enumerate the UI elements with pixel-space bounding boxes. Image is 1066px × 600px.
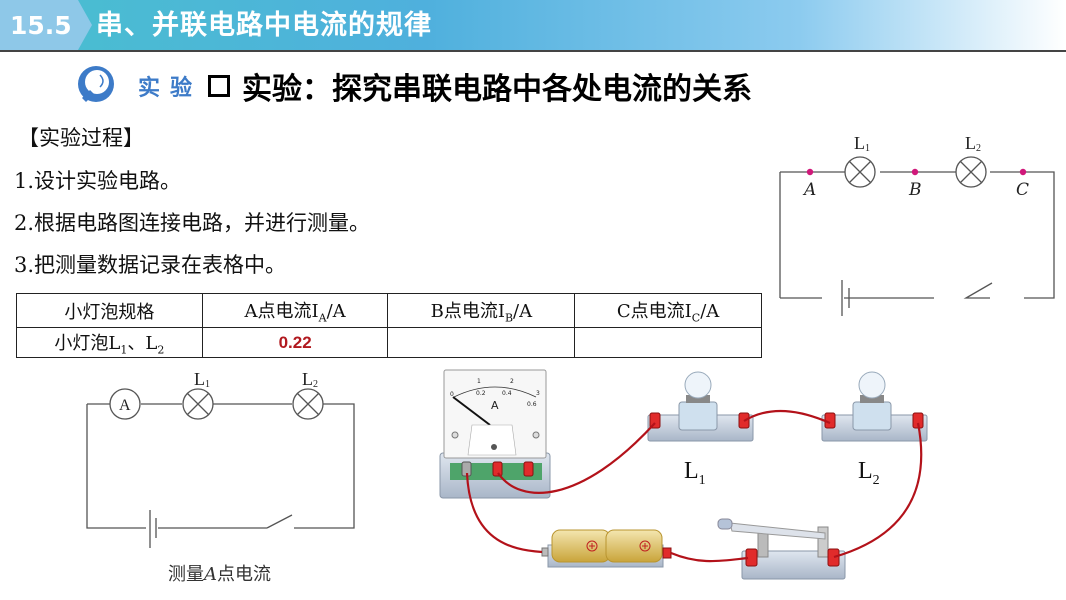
header-text: B点电流I: [430, 300, 505, 322]
row-label: 、L: [127, 332, 158, 354]
battery-icon: [149, 510, 157, 548]
knife-switch[interactable]: [717, 518, 846, 580]
header-subscript: C: [691, 311, 701, 325]
section-title: 实验：探究串联电路中各处电流的关系: [208, 64, 752, 108]
header-banner: [0, 0, 1066, 50]
caption-text: 测量: [168, 564, 204, 585]
ammeter-symbol: A: [109, 388, 141, 420]
header-text: A点电流I: [244, 300, 319, 322]
table-header-cell: B点电流IB/A: [387, 293, 576, 328]
point-b-marker: [911, 168, 919, 176]
scale-tick-label: 2: [510, 378, 514, 385]
section-title-text: 实验：探究串联电路中各处电流的关系: [242, 72, 752, 107]
point-c-marker: [1019, 168, 1027, 176]
experiment-tag: 实验: [138, 76, 203, 101]
ammeter-unit: A: [491, 399, 499, 412]
data-table: 小灯泡规格 A点电流IA/A B点电流IB/A C点电流IC/A 小灯泡L1、L…: [16, 293, 762, 358]
table-header-cell: A点电流IA/A: [201, 293, 389, 328]
scale-tick-label: 3: [536, 390, 540, 397]
header-unit: /A: [513, 300, 533, 322]
b-current-cell[interactable]: [387, 327, 576, 358]
battery-icon: [841, 280, 850, 316]
row-label: 小灯泡L: [54, 332, 121, 354]
header-subscript: B: [504, 311, 514, 325]
row-label-cell: 小灯泡L1、L2: [16, 327, 203, 358]
a-current-value: 0.22: [278, 333, 312, 352]
ammeter-device: A 0 1 2 3 0.2 0.4 0.6: [439, 369, 551, 499]
c-current-cell[interactable]: [574, 327, 762, 358]
caption-text: 点电流: [217, 564, 271, 585]
table-header-row: 小灯泡规格 A点电流IA/A B点电流IB/A C点电流IC/A: [16, 293, 762, 328]
point-b-label: B: [908, 180, 922, 200]
header-subscript: A: [318, 311, 327, 325]
ammeter-needle: [452, 396, 491, 426]
scale-tick-label: 0: [450, 391, 454, 398]
lamp2-caption: L2: [858, 458, 880, 488]
lamp2-label: L2: [302, 369, 318, 390]
table-header-cell: C点电流IC/A: [574, 293, 762, 328]
point-a-marker: [806, 168, 814, 176]
scale-tick-label: 0.4: [502, 390, 512, 397]
step-text: 设计实验电路。: [34, 169, 182, 193]
lamp2-device: [821, 371, 928, 442]
header-text: C点电流I: [616, 300, 692, 322]
scale-tick-label: 1: [477, 378, 481, 385]
step-number: 1.: [14, 169, 35, 193]
row-label-subscript: 1: [120, 343, 128, 357]
step-item: 1.设计实验电路。: [14, 165, 181, 195]
section-number: 15.5: [0, 0, 78, 50]
header-divider: [0, 50, 1066, 52]
header-unit: /A: [700, 300, 720, 322]
apparatus-illustration: A 0 1 2 3 0.2 0.4 0.6: [439, 369, 928, 580]
scale-tick-label: 0.6: [527, 401, 537, 408]
header-text: 小灯泡规格: [64, 301, 155, 323]
ammeter-circuit-diagram: A L1 L2: [86, 369, 355, 548]
battery-pack: [541, 529, 672, 568]
plus-icon: [586, 540, 598, 552]
step-item: 2.根据电路图连接电路，并进行测量。: [14, 207, 370, 237]
ammeter-label: A: [119, 397, 131, 414]
chevron-right-icon: [78, 0, 92, 50]
series-circuit-diagram: A B C L1 L2: [779, 133, 1055, 316]
lamp-icon: [292, 388, 324, 420]
step-text: 把测量数据记录在表格中。: [34, 253, 287, 277]
wires: [465, 409, 923, 563]
point-c-label: C: [1016, 180, 1029, 200]
empty-square-icon: [208, 75, 230, 97]
header-unit: /A: [326, 300, 346, 322]
diagram-caption: 测量A点电流: [168, 560, 271, 586]
lamp1-device: [647, 371, 754, 442]
process-heading: 【实验过程】: [18, 126, 144, 150]
step-item: 3.把测量数据记录在表格中。: [14, 249, 286, 279]
row-label-subscript: 2: [157, 343, 165, 357]
lamp1-caption: L1: [684, 458, 706, 488]
table-header-cell: 小灯泡规格: [16, 293, 203, 328]
lamp2-label: L2: [965, 133, 981, 154]
step-number: 3.: [14, 253, 35, 277]
lamp-icon: [955, 156, 987, 188]
lamp1-label: L1: [194, 369, 210, 390]
lamp1-label: L1: [854, 133, 870, 154]
table-row: 小灯泡L1、L2 0.22: [16, 327, 762, 358]
step-text: 根据电路图连接电路，并进行测量。: [34, 211, 371, 235]
lamp-icon: [844, 156, 876, 188]
caption-point: A: [204, 564, 217, 585]
lamp-icon: [182, 388, 214, 420]
magnifier-icon: [78, 66, 114, 102]
terminal-3[interactable]: [523, 461, 534, 477]
step-number: 2.: [14, 211, 35, 235]
terminal-0.6[interactable]: [492, 461, 503, 477]
page-title: 串、并联电路中电流的规律: [96, 10, 432, 41]
scale-tick-label: 0.2: [476, 390, 486, 397]
point-a-label: A: [802, 180, 816, 200]
plus-icon: [639, 540, 651, 552]
a-current-cell[interactable]: 0.22: [201, 327, 389, 358]
